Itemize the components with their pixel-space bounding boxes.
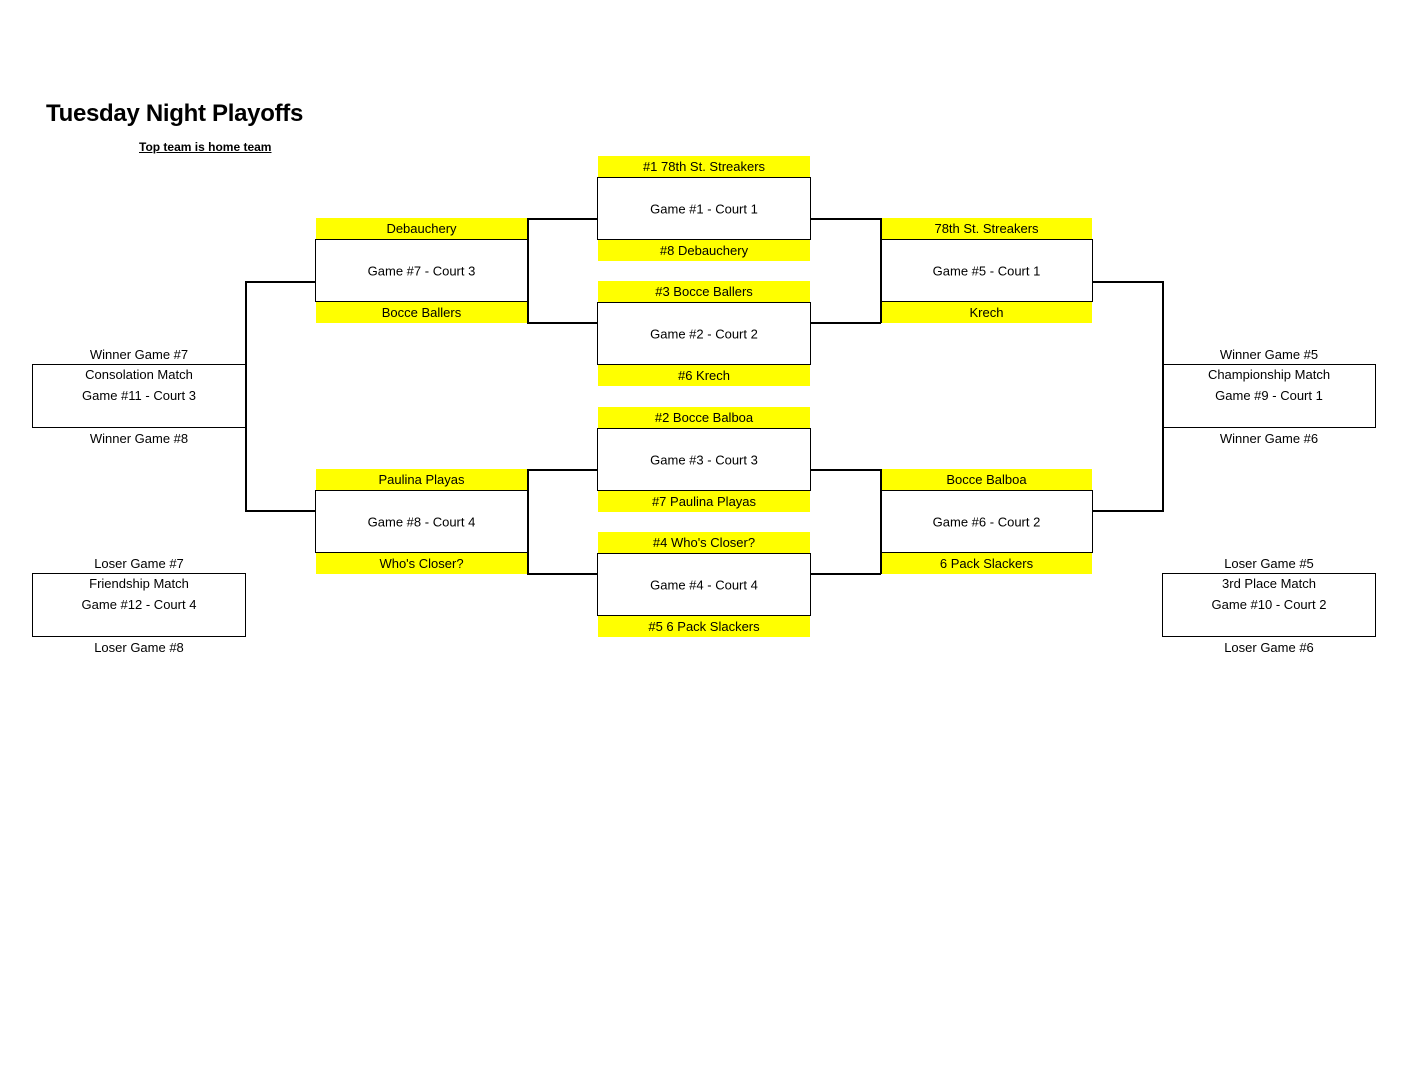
- team-slot-top: Bocce Balboa: [881, 469, 1092, 490]
- connector-line: [527, 469, 529, 574]
- connector-line: [527, 469, 598, 471]
- connector-line: [1092, 510, 1163, 512]
- connector-line: [527, 322, 598, 324]
- game-box: Game #7 - Court 3: [315, 239, 528, 302]
- game-label: Game #7 - Court 3: [367, 263, 476, 278]
- match-name: Consolation Match: [85, 367, 193, 382]
- team-slot-top: Winner Game #7: [89, 347, 189, 362]
- game-label: Game #2 - Court 2: [650, 326, 758, 341]
- connector-line: [880, 218, 882, 323]
- team-slot-bottom: #8 Debauchery: [598, 240, 810, 261]
- game-box: Game #8 - Court 4: [315, 490, 528, 553]
- connector-line: [527, 218, 529, 323]
- connector-line: [880, 469, 882, 574]
- connector-line: [810, 573, 881, 575]
- team-slot-bottom: Krech: [881, 302, 1092, 323]
- game-box: Game #4 - Court 4: [597, 553, 811, 616]
- team-slot-bottom: #6 Krech: [598, 365, 810, 386]
- connector-line: [245, 281, 247, 512]
- connector-line: [810, 218, 881, 220]
- connector-line: [1162, 281, 1164, 512]
- page-title: Tuesday Night Playoffs: [46, 100, 304, 127]
- team-slot-top: #3 Bocce Ballers: [598, 281, 810, 302]
- team-slot-bottom: Loser Game #8: [94, 640, 184, 655]
- team-slot-bottom: 6 Pack Slackers: [881, 553, 1092, 574]
- team-slot-bottom: Who's Closer?: [316, 553, 527, 574]
- match-name: Championship Match: [1207, 367, 1331, 382]
- game-box: Game #1 - Court 1: [597, 177, 811, 240]
- match-name: 3rd Place Match: [1222, 576, 1316, 591]
- team-slot-bottom: Winner Game #8: [89, 431, 189, 446]
- game-box: Championship Match Game #9 - Court 1: [1162, 364, 1376, 428]
- connector-line: [245, 510, 316, 512]
- connector-line: [527, 573, 598, 575]
- connector-line: [810, 469, 881, 471]
- game-label: Game #11 - Court 3: [82, 388, 196, 403]
- team-slot-bottom: #7 Paulina Playas: [598, 491, 810, 512]
- game-label: Game #3 - Court 3: [650, 452, 758, 467]
- team-slot-bottom: Bocce Ballers: [316, 302, 527, 323]
- team-slot-top: Loser Game #5: [1224, 556, 1314, 571]
- team-slot-top: Paulina Playas: [316, 469, 527, 490]
- team-slot-top: #2 Bocce Balboa: [598, 407, 810, 428]
- team-slot-top: Loser Game #7: [94, 556, 184, 571]
- game-box: Game #5 - Court 1: [880, 239, 1093, 302]
- game-label: Game #8 - Court 4: [367, 514, 476, 529]
- team-slot-top: Winner Game #5: [1219, 347, 1319, 362]
- connector-line: [1092, 281, 1163, 283]
- game-label: Game #5 - Court 1: [932, 263, 1041, 278]
- game-box: Game #2 - Court 2: [597, 302, 811, 365]
- team-slot-top: Debauchery: [316, 218, 527, 239]
- team-slot-top: 78th St. Streakers: [881, 218, 1092, 239]
- team-slot-bottom: Loser Game #6: [1224, 640, 1314, 655]
- game-box: 3rd Place Match Game #10 - Court 2: [1162, 573, 1376, 637]
- game-box: Game #6 - Court 2: [880, 490, 1093, 553]
- game-label: Game #4 - Court 4: [650, 577, 758, 592]
- connector-line: [810, 322, 881, 324]
- game-label: Game #1 - Court 1: [650, 201, 758, 216]
- team-slot-bottom: #5 6 Pack Slackers: [598, 616, 810, 637]
- game-box: Game #3 - Court 3: [597, 428, 811, 491]
- team-slot-top: #1 78th St. Streakers: [598, 156, 810, 177]
- team-slot-top: #4 Who's Closer?: [598, 532, 810, 553]
- connector-line: [245, 281, 316, 283]
- team-slot-bottom: Winner Game #6: [1219, 431, 1319, 446]
- game-label: Game #9 - Court 1: [1215, 388, 1323, 403]
- connector-line: [527, 218, 598, 220]
- game-label: Game #6 - Court 2: [932, 514, 1041, 529]
- game-box: Consolation Match Game #11 - Court 3: [32, 364, 246, 428]
- game-box: Friendship Match Game #12 - Court 4: [32, 573, 246, 637]
- game-label: Game #10 - Court 2: [1211, 597, 1327, 612]
- game-label: Game #12 - Court 4: [81, 597, 197, 612]
- match-name: Friendship Match: [89, 576, 189, 591]
- page-subtitle: Top team is home team: [139, 140, 272, 154]
